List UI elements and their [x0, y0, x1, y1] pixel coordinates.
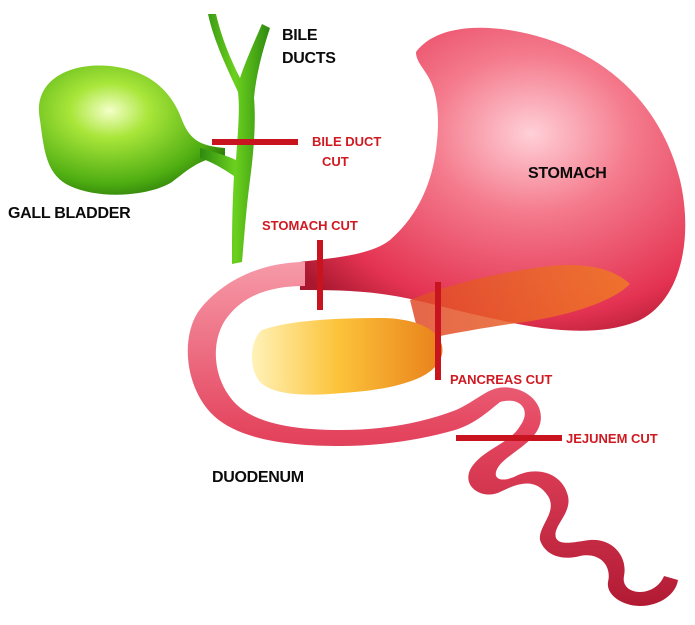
stomach-cut-label: STOMACH CUT	[262, 218, 358, 233]
bile-duct-cut-label-1: BILE DUCT	[312, 134, 381, 149]
stomach-label: STOMACH	[528, 165, 607, 182]
duodenum-label: DUODENUM	[212, 469, 304, 486]
bile-duct-cut-label-2: CUT	[322, 154, 349, 169]
jejunem-cut-label: JEJUNEM CUT	[566, 431, 658, 446]
bile-ducts-label-1: BILE	[282, 27, 318, 44]
bile-ducts-label-2: DUCTS	[282, 50, 336, 67]
gall-bladder	[39, 65, 225, 194]
gall-bladder-label: GALL BLADDER	[8, 205, 131, 222]
pancreas-cut-label: PANCREAS CUT	[450, 372, 552, 387]
pancreas-head	[252, 318, 443, 395]
